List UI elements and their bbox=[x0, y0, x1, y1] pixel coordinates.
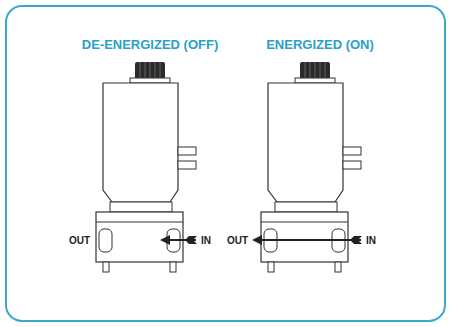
port-label: OUT bbox=[69, 235, 90, 246]
state-heading: DE-ENERGIZED (OFF) bbox=[82, 38, 219, 52]
solenoid-valve bbox=[96, 62, 196, 272]
solenoid-valve bbox=[261, 62, 361, 272]
port-label: IN bbox=[201, 235, 211, 246]
port-label: OUT bbox=[227, 235, 248, 246]
state-heading: ENERGIZED (ON) bbox=[266, 38, 374, 52]
flow-arrow bbox=[160, 235, 197, 245]
port-label: IN bbox=[366, 235, 376, 246]
flow-arrow bbox=[252, 235, 362, 245]
